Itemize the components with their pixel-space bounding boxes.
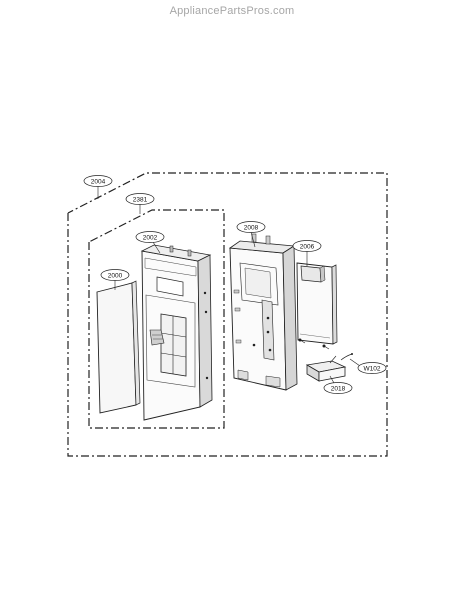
- label-2381: 2381: [125, 193, 155, 205]
- label-2018: 2018: [323, 382, 353, 394]
- assembly-boundary-2381: [88, 209, 225, 429]
- svg-text:2006: 2006: [300, 244, 315, 251]
- svg-text:2000: 2000: [108, 273, 123, 280]
- part-2008-bracket: [228, 233, 298, 391]
- leader-lines: [97, 186, 361, 384]
- svg-text:2002: 2002: [143, 235, 158, 242]
- svg-text:W102: W102: [364, 366, 381, 373]
- svg-text:2008: 2008: [244, 225, 259, 232]
- svg-text:2381: 2381: [133, 197, 148, 204]
- label-2006: 2006: [292, 240, 322, 252]
- part-2000-cover-sheet: [96, 280, 141, 414]
- assembly-boundary-2004: [67, 172, 388, 457]
- part-2006-pcb: [296, 262, 338, 345]
- label-2000: 2000: [100, 269, 130, 281]
- svg-text:2004: 2004: [91, 179, 106, 186]
- part-w102-wire: [340, 353, 353, 361]
- label-2004: 2004: [83, 175, 113, 187]
- part-2018-component: [305, 355, 347, 382]
- label-2002: 2002: [135, 231, 165, 243]
- label-2008: 2008: [236, 221, 266, 233]
- part-2002-control-panel: [140, 244, 213, 421]
- svg-text:2018: 2018: [331, 386, 346, 393]
- watermark: AppliancePartsPros.com: [169, 5, 295, 17]
- screws: [298, 338, 330, 350]
- label-w102: W102: [357, 362, 387, 374]
